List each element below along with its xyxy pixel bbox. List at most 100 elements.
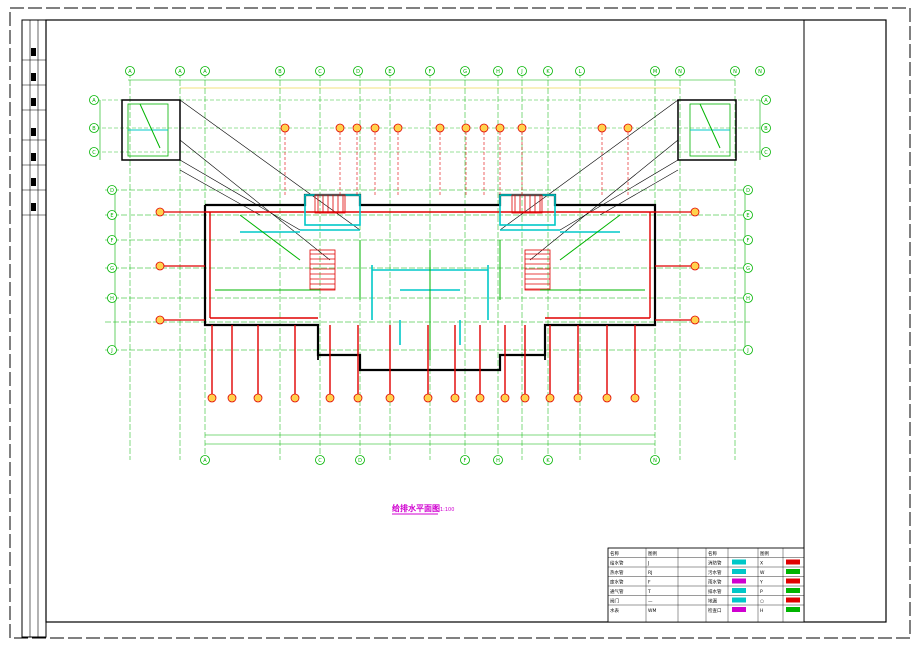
outer-frame [9, 7, 911, 639]
svg-text:B: B [278, 69, 282, 75]
legend-cell: X [760, 561, 763, 567]
legend-cell: T [647, 589, 651, 595]
grid-bubble-top: F [425, 66, 435, 76]
svg-text:C: C [92, 150, 96, 156]
legend-cell: 通气管 [610, 588, 624, 595]
grid-bubble-top: M [650, 66, 660, 76]
legend-cell: 雨水管 [708, 579, 722, 586]
legend-cell: P [760, 589, 763, 595]
grid-bubble-top: A [200, 66, 210, 76]
leader-lines [179, 99, 679, 261]
legend-cell: 消防管 [708, 560, 722, 567]
svg-text:F: F [111, 238, 114, 244]
grid-bubble-top: E [385, 66, 395, 76]
legend-cell: 阀门 [610, 598, 619, 605]
svg-text:F: F [429, 69, 432, 75]
stairs [309, 194, 551, 291]
grid-bubble-bottom: H [493, 455, 503, 465]
grid-bubble-right: J [743, 345, 753, 355]
right-tower [677, 99, 737, 161]
drawing-title-text: 给排水平面图 [392, 503, 440, 513]
grid-bubble-bottom: A [200, 455, 210, 465]
grid-bubble-left: H [107, 293, 117, 303]
grid-bubble-top: J [517, 66, 527, 76]
grid-bubble-top: A [175, 66, 185, 76]
svg-text:F: F [464, 458, 467, 464]
grid-lines-horizontal [90, 99, 770, 351]
legend-cell: RJ [648, 570, 652, 576]
grid-bubble-left: E [107, 210, 117, 220]
svg-text:D: D [356, 69, 360, 75]
svg-text:G: G [746, 266, 750, 272]
grid-lines-vertical [129, 72, 736, 460]
svg-text:D: D [110, 188, 114, 194]
grid-bubble-top: L [575, 66, 585, 76]
grid-bubble-left: B [89, 123, 99, 133]
grid-bubble-right: H [743, 293, 753, 303]
grid-bubble-left: F [107, 235, 117, 245]
legend-cell: 给水管 [610, 560, 624, 567]
drawing-scale-text: 1:100 [440, 507, 454, 513]
legend-cell: 排水管 [708, 588, 722, 595]
svg-text:J: J [520, 69, 522, 75]
svg-text:K: K [546, 69, 550, 75]
top-risers [155, 123, 700, 325]
svg-text:N: N [758, 69, 762, 75]
legend-cell: 检查口 [708, 607, 722, 614]
grid-bubble-left: J [107, 345, 117, 355]
svg-text:M: M [653, 69, 657, 75]
svg-text:B: B [764, 126, 768, 132]
svg-text:A: A [128, 69, 132, 75]
svg-text:G: G [463, 69, 467, 75]
grid-bubble-top: C [315, 66, 325, 76]
main-frame [45, 19, 887, 623]
grid-bubble-bottom: D [355, 455, 365, 465]
legend-cell: W [760, 570, 765, 576]
legend-cell: — [648, 600, 653, 605]
svg-text:A: A [203, 458, 207, 464]
grid-bubble-bottom: K [543, 455, 553, 465]
svg-text:J: J [746, 348, 748, 354]
grid-bubble-top: A [125, 66, 135, 76]
legend-cell: H [760, 608, 763, 614]
svg-text:J: J [110, 348, 112, 354]
svg-text:E: E [746, 213, 749, 219]
svg-text:H: H [496, 458, 500, 464]
svg-text:A: A [203, 69, 207, 75]
grid-bubble-right: D [743, 185, 753, 195]
svg-text:L: L [579, 69, 582, 75]
left-tower [121, 99, 181, 161]
svg-text:N: N [678, 69, 682, 75]
grid-bubble-top: B [275, 66, 285, 76]
legend-cell: 地漏 [708, 598, 717, 605]
legend-cell: WM [648, 608, 656, 614]
svg-text:C: C [764, 150, 768, 156]
grid-bubble-top: G [460, 66, 470, 76]
svg-text:D: D [746, 188, 750, 194]
legend-cell: Y [759, 580, 763, 586]
svg-text:E: E [110, 213, 113, 219]
legend-cell: J [647, 561, 649, 567]
svg-text:C: C [318, 458, 322, 464]
svg-text:B: B [92, 126, 96, 132]
left-title-strip [21, 19, 47, 638]
legend-cell: ○ [760, 600, 764, 605]
legend-cell: 名称 [610, 550, 619, 557]
grid-bubble-left: G [107, 263, 117, 273]
drain-risers [207, 325, 640, 403]
svg-text:N: N [653, 458, 657, 464]
grid-bubble-top: N [730, 66, 740, 76]
legend-cell: 废水管 [610, 579, 624, 586]
grid-bubble-right: F [743, 235, 753, 245]
legend-cell: 水表 [610, 607, 619, 614]
grid-bubble-bottom: C [315, 455, 325, 465]
grid-bubble-bottom: F [460, 455, 470, 465]
legend-cell: 图例 [648, 550, 657, 557]
grid-bubble-right: C [761, 147, 771, 157]
svg-text:A: A [178, 69, 182, 75]
svg-text:A: A [92, 98, 96, 104]
grid-bubble-right: B [761, 123, 771, 133]
svg-text:H: H [496, 69, 500, 75]
